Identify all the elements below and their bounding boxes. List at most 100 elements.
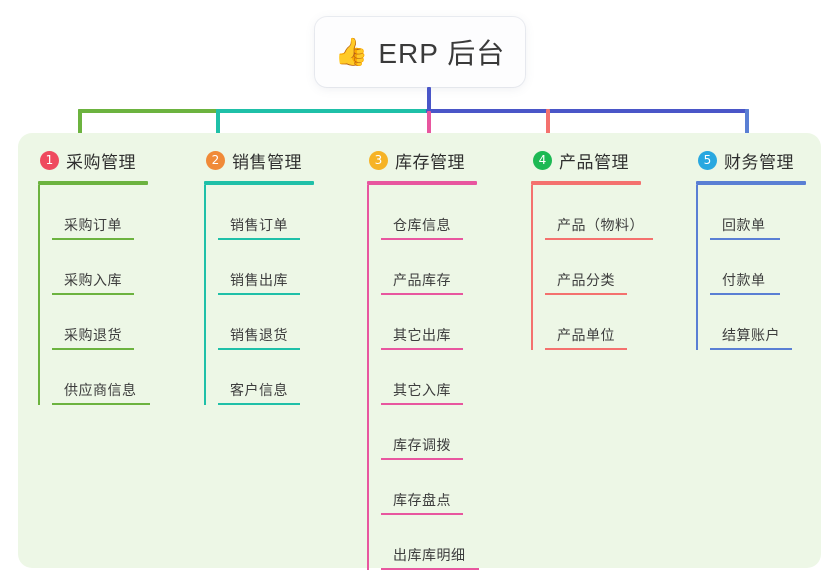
branch-stem	[204, 185, 206, 405]
branch-item[interactable]: 付款单	[710, 240, 806, 295]
branch-item-label: 出库库明细	[393, 547, 466, 563]
branch-item-rule	[218, 293, 300, 295]
branch-item-label: 产品库存	[393, 272, 451, 288]
branch-column-5: 5 财务管理回款单付款单结算账户	[696, 145, 806, 350]
branch-items: 销售订单销售出库销售退货客户信息	[204, 185, 314, 405]
branch-item[interactable]: 库存调拨	[381, 405, 477, 460]
branch-item[interactable]: 销售出库	[218, 240, 314, 295]
root-node-content: 👍 ERP 后台	[335, 32, 505, 72]
branch-header-rule	[38, 181, 148, 185]
bus-teal	[216, 109, 428, 113]
drop-sales	[216, 109, 220, 135]
branch-item[interactable]: 销售订单	[218, 185, 314, 240]
branch-header-5[interactable]: 5 财务管理	[696, 145, 806, 175]
branch-item-label: 库存盘点	[393, 492, 451, 508]
drop-product	[546, 109, 550, 135]
branch-header-rule	[204, 181, 314, 185]
branch-number-badge: 3	[369, 150, 388, 170]
branch-item-rule	[52, 348, 134, 350]
branch-item[interactable]: 产品分类	[545, 240, 652, 295]
branch-items: 产品（物料） 产品分类产品单位	[531, 185, 653, 350]
branch-stem	[367, 185, 369, 570]
branch-item-label: 供应商信息	[64, 382, 137, 398]
branch-header-3[interactable]: 3 库存管理	[367, 145, 477, 175]
branch-item[interactable]: 采购退货	[52, 295, 148, 350]
branch-item-label: 销售订单	[230, 217, 288, 233]
branch-item-rule	[218, 238, 300, 240]
branch-item-label: 其它入库	[393, 382, 451, 398]
drop-purchase	[78, 109, 82, 135]
branch-item-rule	[218, 348, 300, 350]
branch-number-badge: 4	[533, 150, 552, 170]
branch-title: 库存管理	[395, 152, 465, 172]
branch-item-label: 付款单	[722, 272, 766, 288]
branch-header-2[interactable]: 2 销售管理	[204, 145, 314, 175]
branch-item[interactable]: 结算账户	[710, 295, 806, 350]
branch-item-label: 回款单	[722, 217, 766, 233]
branch-number-badge: 5	[698, 150, 717, 170]
branch-item-label: 产品（物料）	[557, 217, 644, 233]
branch-item-rule	[545, 238, 653, 240]
branch-item-label: 其它出库	[393, 327, 451, 343]
branch-number-badge: 1	[40, 150, 59, 170]
branch-item[interactable]: 供应商信息	[52, 350, 150, 405]
branch-stem	[531, 185, 533, 350]
branch-item-label: 采购退货	[64, 327, 122, 343]
branch-item[interactable]: 产品（物料）	[545, 185, 653, 240]
branch-title: 采购管理	[66, 152, 136, 172]
branch-item-rule	[381, 458, 463, 460]
branch-item[interactable]: 客户信息	[218, 350, 314, 405]
branch-item-label: 产品分类	[557, 272, 615, 288]
branch-number-badge: 2	[206, 150, 225, 170]
branch-item-rule	[710, 238, 780, 240]
branch-item-rule	[545, 293, 627, 295]
branch-item-rule	[710, 348, 792, 350]
branch-item-rule	[52, 293, 134, 295]
branch-items: 仓库信息产品库存其它出库其它入库库存调拨库存盘点出库库明细	[367, 185, 479, 570]
root-node-card[interactable]: 👍 ERP 后台	[315, 17, 525, 87]
branch-item-rule	[710, 293, 780, 295]
branch-item-label: 结算账户	[722, 327, 780, 343]
bus-indigo	[426, 109, 749, 113]
branch-item-label: 产品单位	[557, 327, 615, 343]
branch-header-1[interactable]: 1 采购管理	[38, 145, 148, 175]
branch-header-4[interactable]: 4 产品管理	[531, 145, 652, 175]
thumbs-up-icon: 👍	[334, 36, 369, 67]
branch-item[interactable]: 出库库明细	[381, 515, 479, 570]
trunk-connector	[427, 87, 431, 111]
branch-stem	[696, 185, 698, 350]
branch-item[interactable]: 其它出库	[381, 295, 477, 350]
branch-item[interactable]: 产品库存	[381, 240, 477, 295]
branch-item-rule	[545, 348, 627, 350]
branch-stem	[38, 185, 40, 405]
branch-item-label: 客户信息	[230, 382, 288, 398]
branch-item-rule	[381, 348, 463, 350]
branch-item-rule	[52, 403, 150, 405]
branch-column-2: 2 销售管理销售订单销售出库销售退货客户信息	[204, 145, 314, 405]
branch-title: 销售管理	[232, 152, 302, 172]
branch-item-rule	[381, 568, 479, 570]
branch-item-rule	[381, 293, 463, 295]
branch-item-label: 采购订单	[64, 217, 122, 233]
branch-item-label: 仓库信息	[393, 217, 451, 233]
branch-item[interactable]: 销售退货	[218, 295, 314, 350]
branch-column-3: 3 库存管理仓库信息产品库存其它出库其它入库库存调拨库存盘点出库库明细	[367, 145, 479, 570]
branch-item[interactable]: 库存盘点	[381, 460, 477, 515]
branch-item-label: 采购入库	[64, 272, 122, 288]
branch-item-label: 销售出库	[230, 272, 288, 288]
branch-item[interactable]: 仓库信息	[381, 185, 477, 240]
branch-title: 产品管理	[559, 152, 629, 172]
bus-green	[78, 109, 218, 113]
branch-item-rule	[381, 513, 463, 515]
drop-finance	[745, 109, 749, 135]
branch-column-4: 4 产品管理产品（物料） 产品分类产品单位	[531, 145, 653, 350]
branch-item-label: 销售退货	[230, 327, 288, 343]
branch-item[interactable]: 产品单位	[545, 295, 652, 350]
branch-items: 回款单付款单结算账户	[696, 185, 806, 350]
root-node-title: ERP 后台	[378, 38, 506, 69]
branch-title: 财务管理	[724, 152, 794, 172]
branch-item[interactable]: 采购订单	[52, 185, 148, 240]
branch-item[interactable]: 采购入库	[52, 240, 148, 295]
branch-item[interactable]: 回款单	[710, 185, 806, 240]
branch-item[interactable]: 其它入库	[381, 350, 477, 405]
